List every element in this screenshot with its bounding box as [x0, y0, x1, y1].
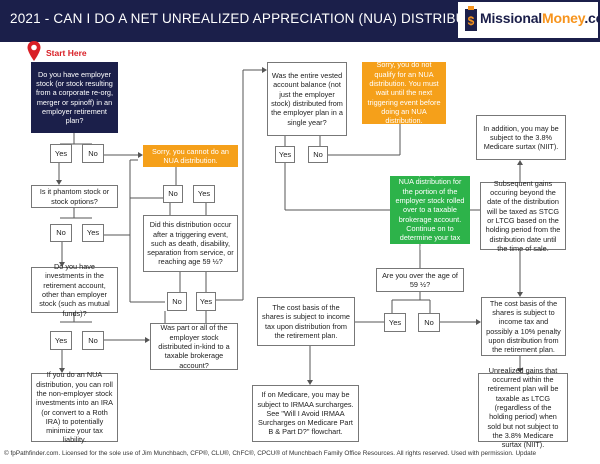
question-phantom-stock: Is it phantom stock or stock options?	[31, 185, 118, 208]
logo-suffix: .com	[584, 10, 600, 26]
info-niit-surtax: In addition, you may be subject to the 3…	[476, 115, 566, 160]
answer-yes-in-kind[interactable]: Yes	[196, 292, 216, 311]
question-single-year: Was the entire vested account balance (n…	[267, 62, 347, 136]
answer-no-other-investments[interactable]: No	[82, 331, 104, 350]
result-qualify: You qualify for an NUA distribution for …	[390, 168, 470, 252]
answer-no-single-year[interactable]: No	[308, 146, 328, 163]
logo-mark-icon: $	[465, 6, 477, 31]
svg-text:$: $	[468, 14, 475, 28]
info-roll-to-ira: If you do an NUA distribution, you can r…	[31, 370, 118, 444]
logo: $ MissionalMoney.com	[458, 2, 600, 38]
question-employer-stock: Do you have employer stock (or stock res…	[31, 62, 118, 133]
question-other-investments: Do you have investments in the retiremen…	[31, 262, 118, 318]
title-bar: 2021 - CAN I DO A NET UNREALIZED APPRECI…	[0, 0, 600, 42]
answer-yes-phantom-stock[interactable]: Yes	[82, 224, 104, 242]
result-not-qualify: Sorry, you do not qualify for an NUA dis…	[362, 60, 446, 125]
copyright-footer: © fpPathfinder.com. Licensed for the sol…	[4, 450, 537, 457]
answer-no-age[interactable]: No	[418, 313, 440, 332]
page-title: 2021 - CAN I DO A NET UNREALIZED APPRECI…	[10, 11, 507, 26]
info-subsequent-gains: Subsequent gains occuring beyond the dat…	[480, 179, 566, 253]
answer-yes-triggering-top[interactable]: Yes	[193, 185, 215, 203]
answer-yes-age[interactable]: Yes	[384, 313, 406, 332]
start-label: Start Here	[46, 48, 87, 58]
question-in-kind-distribution: Was part or all of the employer stock di…	[150, 323, 238, 370]
logo-accent: Money	[542, 10, 585, 26]
info-unrealized-gains: Unrealized gains that occurred within th…	[478, 366, 568, 449]
location-pin-icon	[27, 41, 41, 61]
answer-yes-other-investments[interactable]: Yes	[50, 331, 72, 350]
answer-yes-employer-stock[interactable]: Yes	[50, 144, 72, 163]
answer-no-employer-stock[interactable]: No	[82, 144, 104, 163]
answer-no-phantom-stock[interactable]: No	[50, 224, 72, 242]
logo-text: MissionalMoney.com	[480, 10, 600, 26]
info-cost-basis-income-tax: The cost basis of the shares is subject …	[257, 297, 355, 346]
result-cannot-nua: Sorry, you cannot do an NUA distribution…	[143, 145, 238, 167]
question-triggering-event: Did this distribution occur after a trig…	[143, 215, 238, 272]
info-cost-basis-penalty: The cost basis of the shares is subject …	[481, 297, 566, 356]
answer-no-triggering-top[interactable]: No	[163, 185, 183, 203]
question-age-59: Are you over the age of 59 ½?	[376, 268, 464, 292]
logo-main: Missional	[480, 10, 542, 26]
answer-yes-single-year[interactable]: Yes	[275, 146, 295, 163]
answer-no-in-kind[interactable]: No	[167, 292, 187, 311]
info-medicare-irmaa: If on Medicare, you may be subject to IR…	[252, 385, 359, 442]
